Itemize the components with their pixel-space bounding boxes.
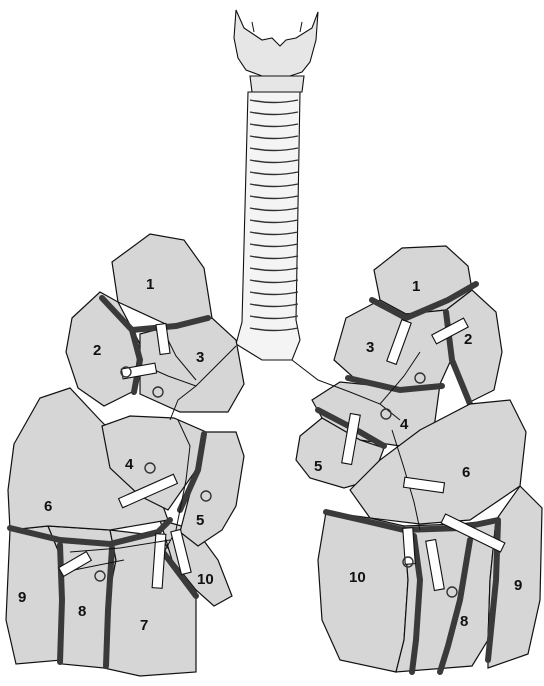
right-label-10: 10 [197,571,214,588]
left-lung [292,246,542,672]
right-label-7: 7 [140,617,148,634]
right-segment-9 [6,526,62,664]
right-lung [6,234,244,676]
larynx [234,10,318,92]
left-label-9: 9 [514,577,522,594]
right-label-5: 5 [196,512,204,529]
right-segment-1 [112,234,212,326]
left-label-4: 4 [400,416,409,433]
right-segment-2 [66,292,140,406]
left-label-8: 8 [460,613,468,630]
left-label-2: 2 [464,331,472,348]
left-segment-10 [318,512,408,672]
right-label-4: 4 [125,456,134,473]
left-label-3: 3 [366,339,374,356]
right-label-3: 3 [196,349,204,366]
trachea [236,92,300,360]
left-label-6: 6 [462,464,470,481]
left-label-5: 5 [314,458,322,475]
right-label-9: 9 [18,589,26,606]
left-label-10: 10 [349,569,366,586]
right-label-1: 1 [146,276,154,293]
right-label-8: 8 [78,603,86,620]
right-label-6: 6 [44,498,52,515]
left-segment-2 [446,290,502,402]
left-label-1: 1 [412,278,420,295]
right-label-2: 2 [93,342,101,359]
